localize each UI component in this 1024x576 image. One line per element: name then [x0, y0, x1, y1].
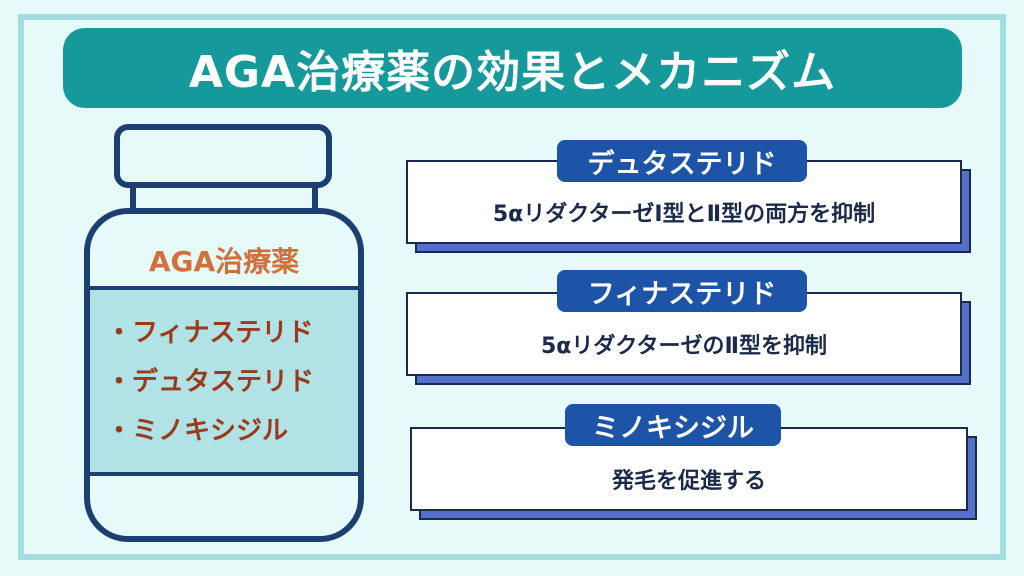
card-minoxidil: 発毛を促進する — [410, 427, 977, 520]
bottle-item: ・ミノキシジル — [106, 416, 289, 446]
card-tag: フィナステリド — [557, 270, 807, 312]
page-title: AGA治療薬の効果とメカニズム — [63, 28, 962, 108]
card-tag: デュタステリド — [557, 140, 807, 182]
bottle-body: AGA治療薬 ・フィナステリド ・デュタステリド ・ミノキシジル — [84, 208, 364, 542]
bottle-item: ・デュタステリド — [106, 367, 315, 397]
bottle-cap — [114, 124, 332, 188]
card-text: 発毛を促進する — [410, 427, 968, 511]
bottle-neck — [130, 184, 318, 214]
card-finasteride: 5αリダクターゼのⅡ型を抑制 — [406, 292, 971, 385]
card-text: 5αリダクターゼⅠ型とⅡ型の両方を抑制 — [406, 160, 962, 244]
bottle-label-band: ・フィナステリド ・デュタステリド ・ミノキシジル — [90, 286, 358, 476]
bottle-item: ・フィナステリド — [106, 318, 314, 348]
card-dutasteride: 5αリダクターゼⅠ型とⅡ型の両方を抑制 — [406, 160, 971, 253]
card-tag: ミノキシジル — [565, 404, 781, 446]
bottle-label-title: AGA治療薬 — [148, 245, 300, 278]
outer-frame — [18, 14, 1006, 560]
